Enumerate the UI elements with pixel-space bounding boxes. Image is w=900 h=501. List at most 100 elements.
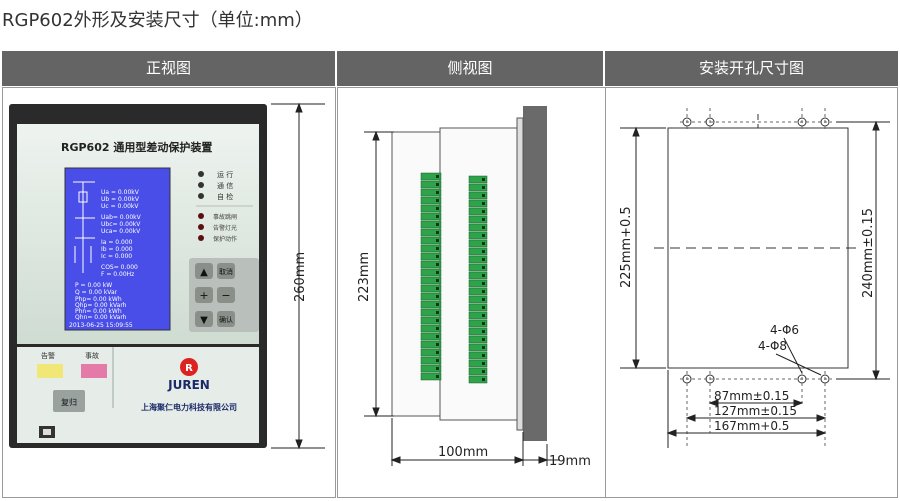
- terminal-pin: [420, 196, 442, 205]
- terminal-pin: [420, 356, 442, 365]
- svg-text:事故跳闸: 事故跳闸: [213, 213, 237, 221]
- confirm-button: [217, 311, 235, 327]
- side-height-label: 223mm: [357, 252, 372, 302]
- svg-text:复归: 复归: [61, 397, 77, 407]
- svg-text:Uca= 0.00kV: Uca= 0.00kV: [101, 228, 141, 235]
- terminal-pin: [468, 375, 488, 384]
- svg-text:Qhn= 0.00 kVarh: Qhn= 0.00 kVarh: [75, 314, 127, 321]
- terminal-pin: [420, 316, 442, 325]
- hole-spacing-127-label: 127mm±0.15: [714, 404, 797, 418]
- terminal-pin: [468, 367, 488, 376]
- front-view-drawing: RGP602 通用型差动保护装置 Ua = 0.00kV Ub = 0.00kV…: [9, 102, 325, 450]
- svg-text:F = 0.00Hz: F = 0.00Hz: [101, 271, 134, 278]
- terminal-pin: [420, 268, 442, 277]
- svg-text:R: R: [185, 363, 193, 374]
- svg-text:Ib = 0.000: Ib = 0.000: [101, 246, 133, 253]
- terminal-pin: [468, 319, 488, 328]
- terminal-pin: [420, 236, 442, 245]
- terminal-pin: [468, 223, 488, 232]
- terminal-pin: [420, 364, 442, 373]
- svg-text:Ia = 0.000: Ia = 0.000: [101, 239, 133, 246]
- terminal-pin: [468, 271, 488, 280]
- front-height-dimension: [271, 102, 325, 450]
- side-view-panel: 223mm 100mm 19mm: [337, 87, 606, 498]
- terminal-pin: [468, 231, 488, 240]
- svg-text:▲: ▲: [200, 267, 208, 278]
- svg-text:+: +: [199, 289, 208, 302]
- svg-text:Uc = 0.00kV: Uc = 0.00kV: [101, 203, 139, 210]
- terminal-pin: [468, 311, 488, 320]
- terminal-pin: [468, 263, 488, 272]
- column-header-side: 侧视图: [337, 51, 603, 86]
- svg-text:Qhp= 0.00 kVarh: Qhp= 0.00 kVarh: [75, 302, 127, 309]
- terminal-pin: [420, 292, 442, 301]
- terminal-pin: [420, 340, 442, 349]
- terminal-pin: [468, 335, 488, 344]
- svg-text:Ic = 0.000: Ic = 0.000: [101, 253, 132, 260]
- reset-button: [53, 390, 85, 412]
- terminal-pin: [468, 295, 488, 304]
- svg-text:▼: ▼: [200, 315, 208, 326]
- front-height-label: 260mm: [293, 252, 308, 302]
- side-flange-label: 19mm: [549, 454, 591, 469]
- up-button: [195, 263, 213, 279]
- company-name: 上海聚仁电力科技有限公司: [141, 402, 237, 412]
- cancel-button: [217, 263, 235, 279]
- plus-button: [195, 287, 213, 303]
- cutout-height-label: 225mm+0.5: [619, 206, 634, 288]
- svg-text:告警灯光: 告警灯光: [213, 224, 237, 232]
- terminal-pin: [420, 212, 442, 221]
- terminal-pin: [420, 228, 442, 237]
- svg-text:Ub = 0.00kV: Ub = 0.00kV: [101, 196, 140, 203]
- svg-text:通 信: 通 信: [217, 181, 233, 190]
- hole-spacing-87-label: 87mm±0.15: [714, 389, 789, 403]
- terminal-pin: [420, 372, 442, 381]
- cutout-height-dimension: [620, 126, 666, 370]
- terminal-pin: [420, 260, 442, 269]
- dimension-table: 正视图 侧视图 安装开孔尺寸图 RGP602 通用型差动保护装置 Ua = 0.…: [2, 51, 898, 499]
- lcd-single-line-diagram: [74, 182, 95, 273]
- hole-spacing-vertical-dimension: [836, 120, 890, 381]
- down-button: [195, 311, 213, 327]
- terminal-pin: [420, 276, 442, 285]
- terminal-pin: [468, 215, 488, 224]
- side-depth-dimension: [390, 418, 560, 466]
- svg-text:Q = 0.00 kVar: Q = 0.00 kVar: [75, 289, 118, 296]
- mounting-plate: [523, 106, 547, 441]
- terminal-pin: [468, 247, 488, 256]
- terminal-pin: [468, 303, 488, 312]
- terminal-pin: [420, 220, 442, 229]
- terminal-pin: [468, 255, 488, 264]
- cutout-width-label: 167mm+0.5: [714, 419, 789, 433]
- svg-text:Php= 0.00 kWh: Php= 0.00 kWh: [75, 296, 122, 303]
- svg-text:COS= 0.000: COS= 0.000: [101, 264, 138, 271]
- svg-text:运 行: 运 行: [217, 170, 233, 179]
- terminal-pin: [468, 343, 488, 352]
- svg-text:Ua = 0.00kV: Ua = 0.00kV: [101, 189, 140, 196]
- svg-text:确认: 确认: [219, 315, 233, 324]
- terminal-pin: [468, 175, 488, 184]
- holes-small-label: 4-Φ6: [770, 323, 799, 337]
- side-depth-label: 100mm: [438, 445, 488, 460]
- svg-text:2013-06-25 15:09:55: 2013-06-25 15:09:55: [69, 322, 133, 329]
- svg-text:自 检: 自 检: [217, 192, 233, 201]
- terminal-pin: [420, 332, 442, 341]
- terminal-pin: [468, 359, 488, 368]
- alarm-label: 告警: [41, 351, 55, 360]
- terminal-pin: [420, 180, 442, 189]
- terminal-pin: [420, 308, 442, 317]
- terminal-pin: [468, 351, 488, 360]
- side-view-drawing: 223mm 100mm 19mm: [357, 106, 591, 469]
- terminal-block-right: [468, 175, 488, 384]
- svg-text:取消: 取消: [219, 267, 233, 276]
- keypad: ▲ 取消 + − ▼ 确认: [189, 258, 259, 332]
- terminal-pin: [468, 287, 488, 296]
- column-header-cutout: 安装开孔尺寸图: [605, 51, 898, 86]
- fault-label: 事故: [85, 351, 99, 360]
- svg-text:Uab= 0.00kV: Uab= 0.00kV: [101, 214, 142, 221]
- svg-text:P = 0.00 kW: P = 0.00 kW: [75, 282, 112, 289]
- terminal-block-left: [420, 172, 442, 381]
- terminal-pin: [420, 204, 442, 213]
- terminal-pin: [468, 279, 488, 288]
- terminal-pin: [468, 183, 488, 192]
